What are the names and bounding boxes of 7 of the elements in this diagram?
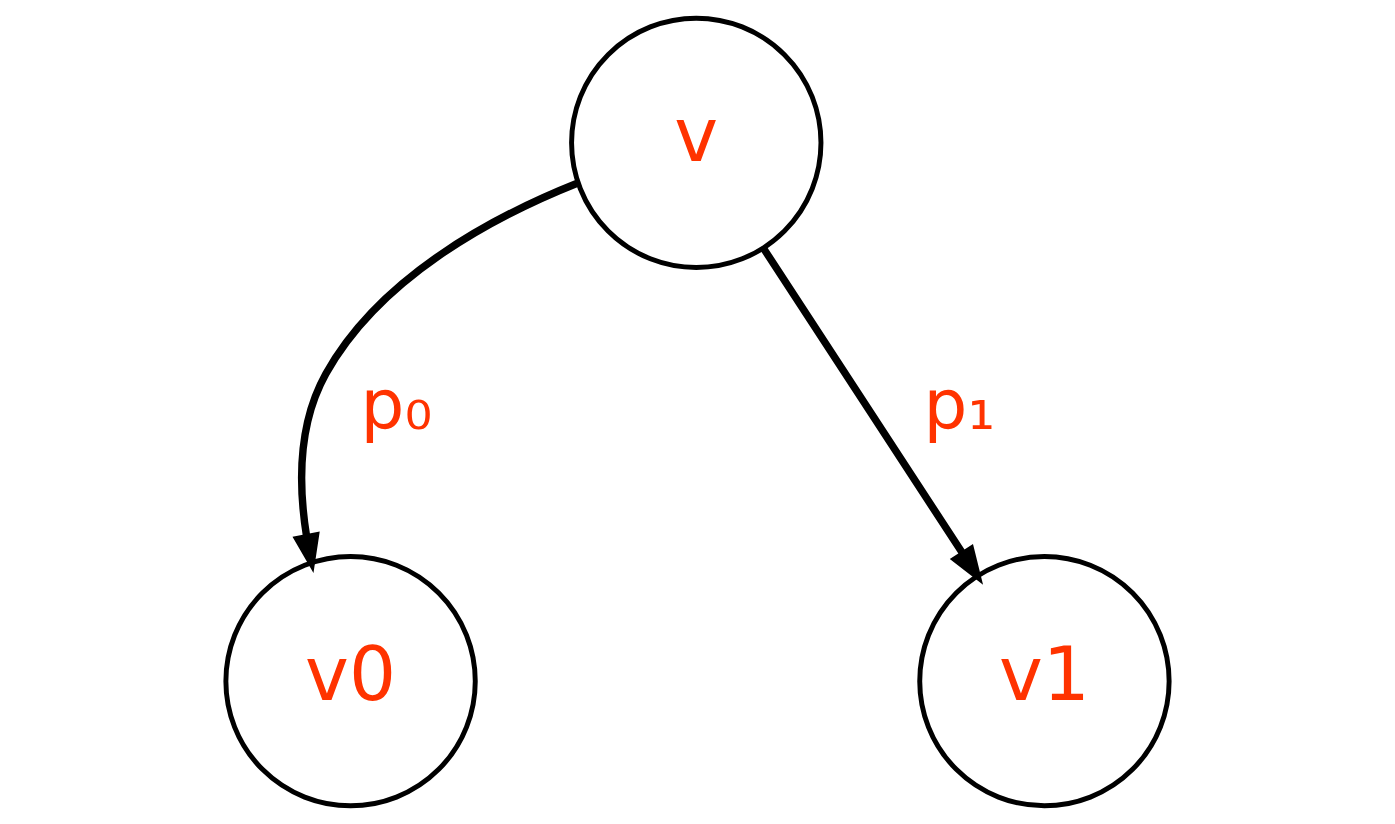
arrow <box>760 246 984 585</box>
node-circle: v1 <box>917 554 1172 809</box>
node-circle: v0 <box>223 554 478 809</box>
arrow <box>292 179 580 574</box>
edge-label: p₀ <box>360 365 433 446</box>
edge-label: p₁ <box>923 365 996 446</box>
node-circle: v <box>569 15 824 271</box>
